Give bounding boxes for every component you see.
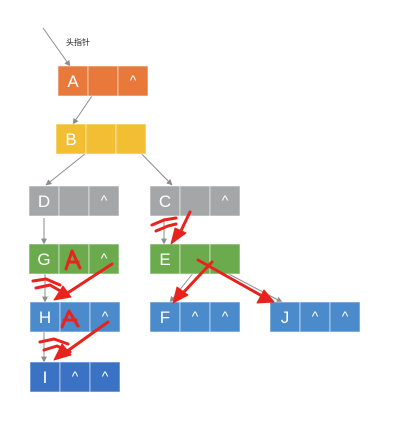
node-g: G^	[28, 243, 120, 275]
node-d: D^	[28, 185, 120, 217]
node-d-label: D	[38, 192, 50, 211]
node-j: J ^ ^	[269, 301, 361, 333]
squiggle-c-e	[150, 216, 178, 233]
node-b-cell-0	[55, 123, 87, 155]
red-arrow-g-h	[64, 262, 114, 296]
node-b-cell-1	[85, 123, 117, 155]
node-a-cell-1	[87, 65, 119, 97]
node-i-cell-0	[29, 361, 61, 393]
node-e: E	[149, 243, 241, 275]
node-f-pointer-2: ^	[222, 308, 229, 324]
red-arrow-e-f	[180, 260, 214, 296]
node-a-cell-2	[117, 65, 149, 97]
node-h-cell-0	[29, 301, 61, 333]
red-arrow-e-j	[196, 258, 264, 298]
mark-h	[60, 309, 80, 329]
node-d-pointer-2: ^	[101, 192, 108, 208]
node-d-cell-0	[28, 185, 60, 217]
node-c-cell-1	[179, 185, 211, 217]
node-j-pointer-2: ^	[342, 308, 349, 324]
node-i-cell-1	[59, 361, 91, 393]
mark-g	[64, 249, 82, 271]
node-a: A^	[57, 65, 149, 97]
node-f-cell-2	[209, 301, 241, 333]
node-h-cell-2	[89, 301, 121, 333]
node-h-pointer-2: ^	[102, 308, 109, 324]
node-c-label: C	[159, 192, 171, 211]
node-i-pointer-2: ^	[102, 368, 109, 384]
node-g-pointer-2: ^	[101, 250, 108, 266]
node-j-cell-1	[299, 301, 331, 333]
node-a-pointer-2: ^	[130, 72, 137, 88]
node-f-label: F	[160, 308, 170, 327]
node-b-cell-2	[115, 123, 147, 155]
node-a-label: A	[67, 72, 79, 91]
node-c-cell-2	[209, 185, 241, 217]
red-arrow-h-i	[64, 320, 110, 354]
node-b-label: B	[65, 130, 76, 149]
node-g-label: G	[37, 250, 50, 269]
node-h-label: H	[39, 308, 51, 327]
head-pointer-arrow	[42, 27, 71, 67]
squiggle-g-h	[31, 277, 64, 294]
node-c: C^	[149, 185, 241, 217]
node-i: I ^ ^	[29, 361, 121, 393]
node-f-cell-0	[149, 301, 181, 333]
node-e-label: E	[159, 250, 170, 269]
node-i-label: I	[43, 368, 48, 387]
node-i-pointer-1: ^	[72, 368, 79, 384]
connector-e-j	[224, 271, 283, 303]
node-d-cell-2	[88, 185, 120, 217]
head-pointer-label: 头指针	[66, 37, 90, 47]
node-j-cell-2	[329, 301, 361, 333]
node-h-cell-1	[59, 301, 91, 333]
node-d-cell-1	[58, 185, 90, 217]
node-j-label: J	[281, 308, 290, 327]
node-c-pointer-2: ^	[222, 192, 229, 208]
node-i-cell-2	[89, 361, 121, 393]
node-j-pointer-1: ^	[312, 308, 319, 324]
node-g-cell-1	[58, 243, 90, 275]
node-c-cell-0	[149, 185, 181, 217]
red-annotations	[31, 210, 275, 361]
node-f-pointer-1: ^	[192, 308, 199, 324]
node-e-cell-0	[149, 243, 181, 275]
node-f: F ^ ^	[149, 301, 241, 333]
node-b: B	[55, 123, 147, 155]
node-h: H^	[29, 301, 121, 333]
node-j-cell-0	[269, 301, 301, 333]
